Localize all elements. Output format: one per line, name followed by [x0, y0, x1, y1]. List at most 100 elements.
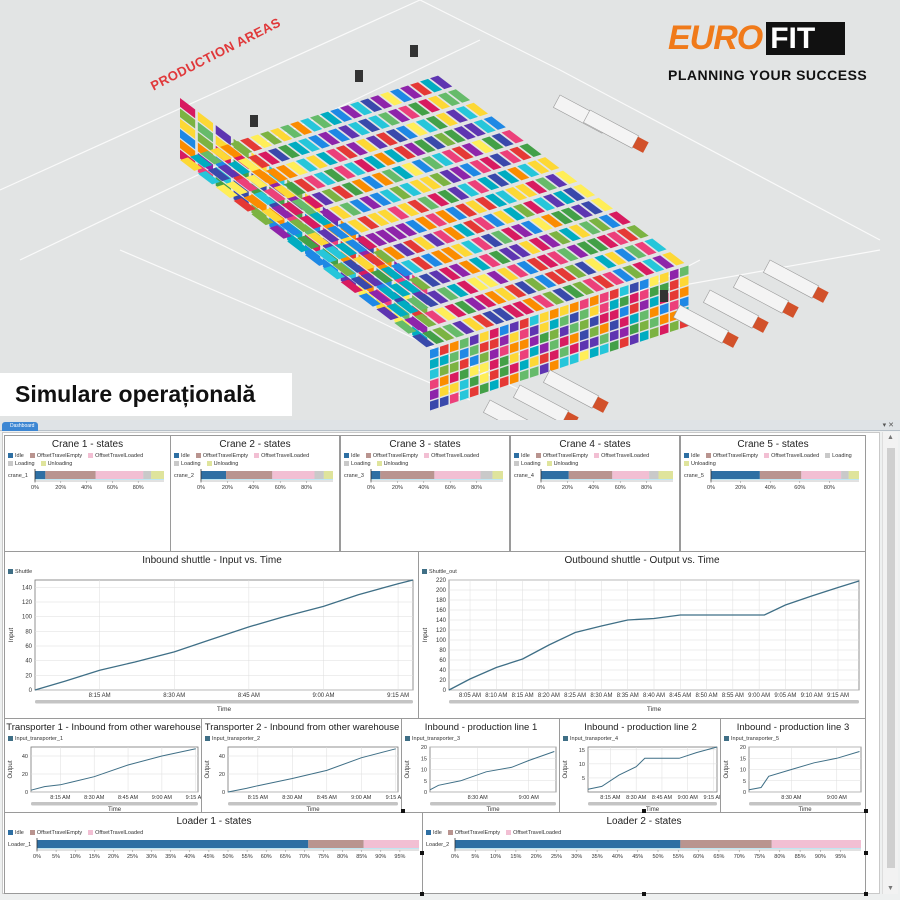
scroll-up-icon[interactable]: ▲ — [887, 434, 894, 441]
time-scrollbar[interactable] — [228, 802, 398, 806]
time-scrollbar[interactable] — [35, 700, 413, 704]
legend-item[interactable]: Loading — [174, 460, 201, 468]
selection-handle[interactable] — [642, 809, 646, 813]
legend-item[interactable]: Unloading — [546, 460, 578, 468]
bar-segment-offsettravelloaded[interactable] — [434, 471, 481, 479]
legend-item[interactable]: Unloading — [684, 460, 716, 468]
legend-item[interactable]: Loading — [514, 460, 541, 468]
legend-item[interactable]: Idle — [174, 452, 190, 460]
time-scrollbar[interactable] — [31, 802, 198, 806]
legend-item[interactable]: Idle — [8, 829, 24, 837]
bar-segment-offsettravelempty[interactable] — [568, 471, 613, 479]
scrollbar-thumb[interactable] — [887, 448, 895, 868]
bar-segment-offsettravelloaded[interactable] — [612, 471, 650, 479]
time-scrollbar[interactable] — [430, 802, 556, 806]
bar-segment-idle[interactable] — [35, 471, 46, 479]
legend-item[interactable]: Idle — [344, 452, 360, 460]
transporter-2-chart[interactable]: Transporter 2 - Inbound from other wareh… — [201, 718, 403, 813]
selection-handle[interactable] — [401, 809, 405, 813]
legend-item[interactable]: OffsetTravelLoaded — [506, 829, 561, 837]
bar-segment-offsettravelloaded[interactable] — [801, 471, 842, 479]
chart-plot[interactable]: crane_30%20%40%60%80% — [341, 468, 509, 543]
legend-item[interactable]: Idle — [514, 452, 530, 460]
legend-item[interactable]: OffsetTravelLoaded — [88, 829, 143, 837]
bar-segment-offsettravelloaded[interactable] — [95, 471, 144, 479]
bar-segment-loading[interactable] — [143, 471, 152, 479]
window-controls[interactable]: ▾ ✕ — [882, 422, 894, 429]
legend-item[interactable]: OffsetTravelEmpty — [535, 452, 588, 460]
bar-segment-loading[interactable] — [480, 471, 493, 479]
legend-item[interactable]: Input_transporter_1 — [8, 735, 63, 743]
legend-item[interactable]: Shuttle_out — [422, 568, 457, 576]
time-scrollbar[interactable] — [749, 802, 861, 806]
bar-segment-idle[interactable] — [711, 471, 760, 479]
bar-segment-offsettravelempty[interactable] — [308, 840, 364, 848]
legend-item[interactable]: Idle — [426, 829, 442, 837]
bar-segment-idle[interactable] — [541, 471, 569, 479]
legend-item[interactable]: Input_transporter_5 — [724, 735, 779, 743]
bar-segment-idle[interactable] — [371, 471, 381, 479]
legend-item[interactable]: Shuttle — [8, 568, 32, 576]
legend-item[interactable]: OffsetTravelEmpty — [195, 452, 248, 460]
legend-item[interactable]: Loading — [344, 460, 371, 468]
chart-plot[interactable]: crane_10%20%40%60%80% — [5, 468, 170, 543]
scroll-down-icon[interactable]: ▼ — [887, 885, 894, 892]
legend-item[interactable]: OffsetTravelLoaded — [764, 452, 819, 460]
bar-segment-loading[interactable] — [841, 471, 849, 479]
legend-item[interactable]: OffsetTravelEmpty — [29, 829, 82, 837]
time-scrollbar[interactable] — [588, 802, 717, 806]
legend-item[interactable]: Unloading — [376, 460, 408, 468]
chart-plot[interactable]: crane_40%20%40%60%80% — [511, 468, 679, 543]
legend-item[interactable]: Input_transporter_3 — [405, 735, 460, 743]
vertical-scrollbar[interactable]: ▲ ▼ — [882, 432, 898, 894]
legend-item[interactable]: Loading — [825, 452, 852, 460]
legend-item[interactable]: Input_transporter_2 — [205, 735, 260, 743]
legend-item[interactable]: OffsetTravelEmpty — [29, 452, 82, 460]
legend-item[interactable]: Unloading — [40, 460, 72, 468]
bar-segment-offsettravelloaded[interactable] — [363, 840, 419, 848]
chart-plot[interactable]: Loader_10%5%10%15%20%25%30%35%40%45%50%5… — [5, 837, 423, 893]
transporter-1-chart[interactable]: Transporter 1 - Inbound from other wareh… — [4, 718, 203, 813]
legend-item[interactable]: Loading — [8, 460, 35, 468]
bar-segment-unloading[interactable] — [151, 471, 164, 479]
legend-item[interactable]: OffsetTravelEmpty — [705, 452, 758, 460]
selection-handle[interactable] — [642, 892, 646, 896]
chart-plot[interactable]: Loader_20%5%10%15%20%25%30%35%40%45%50%5… — [423, 837, 865, 893]
bar-segment-loading[interactable] — [649, 471, 659, 479]
bar-segment-offsettravelempty[interactable] — [759, 471, 802, 479]
chart-plot[interactable]: crane_20%20%40%60%80% — [171, 468, 339, 543]
legend-item[interactable]: Idle — [684, 452, 700, 460]
selection-handle[interactable] — [864, 809, 868, 813]
bar-segment-loading[interactable] — [314, 471, 324, 479]
bar-segment-offsettravelloaded[interactable] — [771, 840, 861, 848]
legend-item[interactable]: OffsetTravelEmpty — [447, 829, 500, 837]
legend-item[interactable]: Unloading — [206, 460, 238, 468]
bar-segment-idle[interactable] — [201, 471, 227, 479]
bar-segment-unloading[interactable] — [848, 471, 859, 479]
bar-segment-unloading[interactable] — [492, 471, 503, 479]
bar-segment-offsettravelempty[interactable] — [45, 471, 96, 479]
selection-handle[interactable] — [864, 851, 868, 855]
chart-plot[interactable]: crane_50%20%40%60%80% — [681, 468, 865, 551]
legend-item[interactable]: Idle — [8, 452, 24, 460]
tab-dashboard[interactable]: Dashboard — [2, 422, 38, 431]
